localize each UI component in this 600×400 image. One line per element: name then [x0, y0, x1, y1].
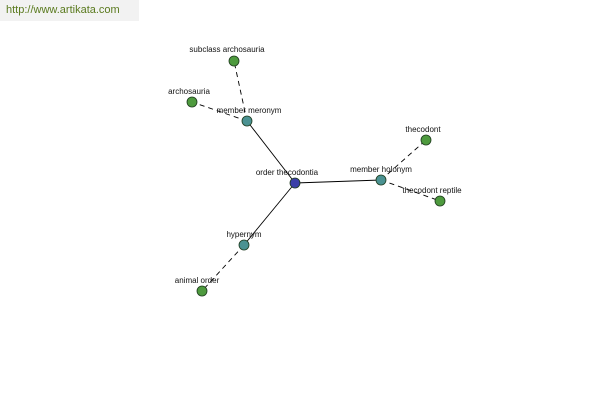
node-label-thecodont: thecodont [405, 125, 441, 134]
node-thecodont[interactable] [420, 134, 432, 146]
node-label-archosauria: archosauria [168, 87, 210, 96]
graph-nodes [186, 55, 446, 297]
node-thecodont-reptile[interactable] [434, 195, 446, 207]
node-label-holonym: member holonym [350, 165, 412, 174]
edge-meronym-to-subclass [233, 60, 248, 122]
node-label-root: order thecodontia [256, 168, 319, 177]
edge-holonym-to-thecodont [380, 139, 427, 181]
graph-edges [191, 60, 441, 292]
node-archosauria[interactable] [186, 96, 198, 108]
node-meronym[interactable] [241, 115, 253, 127]
edge-root-to-meronym [246, 120, 296, 184]
node-label-meronym: member meronym [217, 106, 282, 115]
node-root[interactable] [289, 177, 301, 189]
edge-holonym-to-thecodont-reptile [380, 179, 441, 202]
watermark-url: http://www.artikata.com [0, 0, 139, 21]
node-label-hypernym: hypernym [226, 230, 261, 239]
node-hypernym[interactable] [238, 239, 250, 251]
edge-root-to-holonym [294, 179, 382, 184]
node-holonym[interactable] [375, 174, 387, 186]
graph-labels: order thecodontia member meronym member ho… [168, 45, 462, 285]
node-label-thecodont-reptile: thecodont reptile [402, 186, 462, 195]
node-label-animal-order: animal order [175, 276, 220, 285]
node-label-subclass: subclass archosauria [189, 45, 265, 54]
edge-meronym-to-archosauria [191, 101, 248, 122]
edge-root-to-hypernym [243, 182, 296, 246]
node-animal-order[interactable] [196, 285, 208, 297]
node-subclass[interactable] [228, 55, 240, 67]
edge-hypernym-to-animal-order [201, 244, 245, 292]
